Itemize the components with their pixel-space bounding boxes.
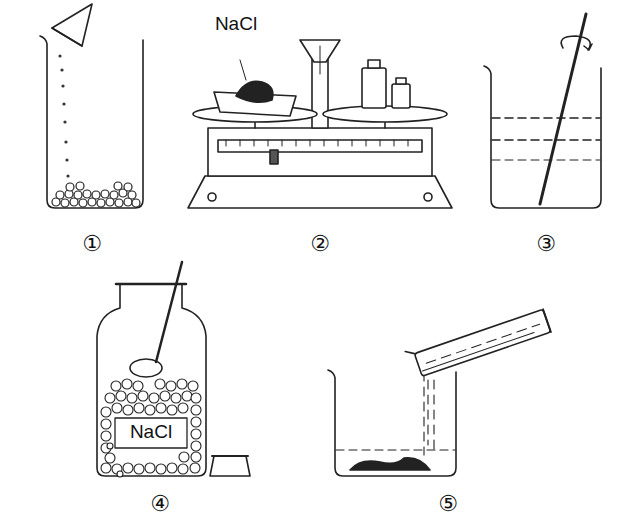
bottle-label: NaCl xyxy=(130,421,172,442)
reagent-bottle xyxy=(97,262,250,477)
callout-number-box: ⑤ xyxy=(438,492,458,516)
beaker-and-cylinder xyxy=(328,305,551,476)
balance xyxy=(188,40,452,208)
callout-number-box: ② xyxy=(310,232,330,256)
callout-number-box: ③ xyxy=(536,232,556,256)
bottle-label-box: NaCl xyxy=(130,422,172,443)
callout-number: ④ xyxy=(150,491,170,516)
beaker-pouring xyxy=(40,4,143,208)
chemical-formula-box: NaCl xyxy=(215,14,257,35)
callout-number-box: ④ xyxy=(150,492,170,516)
chemical-formula: NaCl xyxy=(215,13,257,34)
callout-number-box: ① xyxy=(82,232,102,256)
callout-number: ⑤ xyxy=(438,491,458,516)
callout-number: ③ xyxy=(536,231,556,256)
callout-number: ① xyxy=(82,231,102,256)
callout-number: ② xyxy=(310,231,330,256)
beaker-stirring xyxy=(484,14,601,208)
